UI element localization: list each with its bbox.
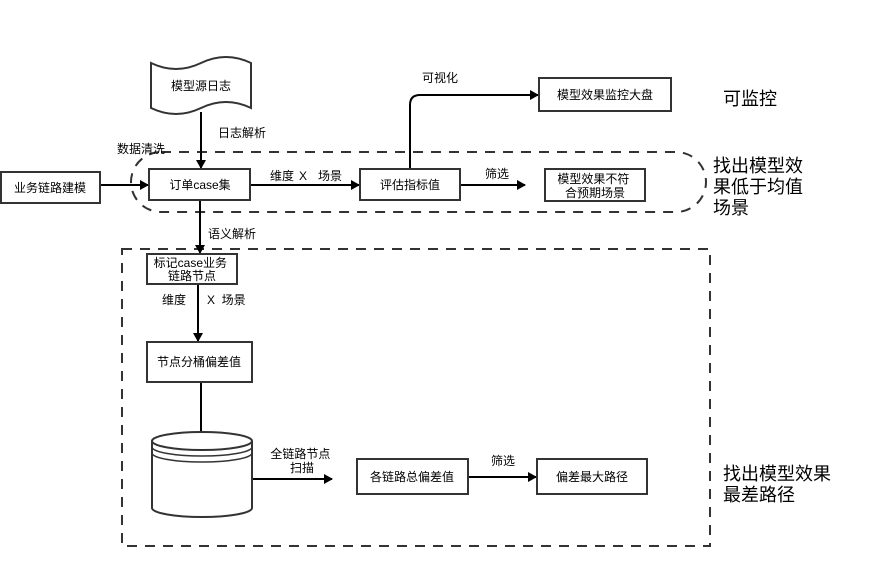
node-label: 订单case集 <box>169 177 230 192</box>
node-model-log[interactable]: 模型源日志 <box>150 56 252 115</box>
edge-label-semantic-parse: 语义解析 <box>208 227 256 241</box>
edge-label-visualize: 可视化 <box>422 70 458 85</box>
edge-label-x-top: X <box>299 169 307 183</box>
arrow-eval-to-dashboard <box>409 90 539 169</box>
group-title-worst-path: 找出模型效果 最差路径 <box>723 464 836 505</box>
node-eval-metric[interactable]: 评估指标值 <box>359 168 461 201</box>
edge-label-full-scan: 全链路节点 扫描 <box>270 446 333 475</box>
worst-path-group-region <box>121 248 711 547</box>
group-title-monitorable: 可监控 <box>723 89 777 109</box>
node-storage-cylinder[interactable] <box>151 431 253 518</box>
node-unexpected-scenes[interactable]: 模型效果不符 合预期场景 <box>544 168 646 202</box>
node-label: 各链路总偏差值 <box>370 469 454 484</box>
node-label: 标记case业务 链路节点 <box>154 255 231 283</box>
node-label: 偏差最大路径 <box>556 469 628 484</box>
node-label: 节点分桶偏差值 <box>157 354 241 369</box>
edge-label-x-scene-bottom: X 场景 <box>207 293 246 307</box>
edge-label-log-parse: 日志解析 <box>218 126 266 140</box>
node-mark-nodes[interactable]: 标记case业务 链路节点 <box>146 253 238 285</box>
node-total-deviation[interactable]: 各链路总偏差值 <box>356 458 469 495</box>
node-label: 模型效果不符 合预期场景 <box>557 171 632 200</box>
edge-label-filter-bottom: 筛选 <box>491 453 515 468</box>
edge-label-filter-top: 筛选 <box>485 166 509 181</box>
edge-label-dim-top: 维度 <box>270 168 294 183</box>
node-biz-link-modeling[interactable]: 业务链路建模 <box>0 171 101 204</box>
low-scene-group-region <box>130 151 707 213</box>
node-label: 评估指标值 <box>380 177 440 192</box>
edge-label-data-clean: 数据清洗 <box>117 141 165 156</box>
edge-label-scene-top: 场景 <box>318 169 342 183</box>
node-label: 模型源日志 <box>171 79 231 93</box>
node-max-deviation-path[interactable]: 偏差最大路径 <box>536 458 648 495</box>
node-bucket-deviation[interactable]: 节点分桶偏差值 <box>146 341 253 383</box>
document-shape <box>150 56 252 115</box>
group-title-low-scene: 找出模型效 果低于均值 场景 <box>713 156 808 218</box>
node-label: 业务链路建模 <box>14 180 86 195</box>
node-dashboard[interactable]: 模型效果监控大盘 <box>538 77 672 112</box>
node-order-cases[interactable]: 订单case集 <box>148 168 251 201</box>
edge-label-dim-bottom: 维度 <box>162 292 186 307</box>
node-label: 模型效果监控大盘 <box>557 87 653 102</box>
